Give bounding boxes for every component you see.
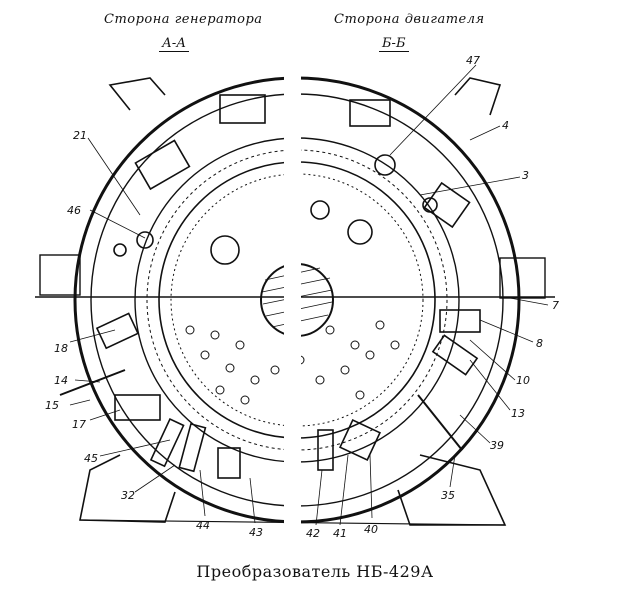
callout-8: 8 — [536, 337, 543, 350]
callout-41: 41 — [333, 527, 347, 540]
callout-3: 3 — [522, 169, 529, 182]
figure-caption: Преобразователь НБ-429А — [196, 562, 434, 581]
callout-15: 15 — [45, 399, 59, 412]
right-terminal-box — [499, 257, 546, 299]
callout-10: 10 — [516, 374, 530, 387]
left-top-lug — [108, 77, 166, 111]
callout-47: 47 — [466, 54, 480, 67]
right-top-lug — [454, 77, 502, 116]
callout-39: 39 — [490, 439, 504, 452]
section-label-right: Б-Б — [379, 36, 408, 52]
motor-side-header: Сторона двигателя — [334, 12, 485, 27]
callout-21: 21 — [73, 129, 87, 142]
callout-14: 14 — [54, 374, 68, 387]
callout-35: 35 — [441, 489, 455, 502]
callout-7: 7 — [552, 299, 559, 312]
callout-4: 4 — [502, 119, 509, 132]
callout-40: 40 — [364, 523, 378, 536]
callout-17: 17 — [72, 418, 86, 431]
callout-32: 32 — [121, 489, 135, 502]
callout-46: 46 — [67, 204, 81, 217]
generator-side-header: Сторона генератора — [104, 12, 263, 27]
callout-45: 45 — [84, 452, 98, 465]
callout-42: 42 — [306, 527, 320, 540]
callout-43: 43 — [249, 526, 263, 539]
left-terminal-box — [39, 254, 81, 296]
callout-44: 44 — [196, 519, 210, 532]
callout-13: 13 — [511, 407, 525, 420]
center-cut-gap — [284, 55, 301, 540]
section-label-left: А-А — [158, 36, 190, 52]
callout-18: 18 — [54, 342, 68, 355]
